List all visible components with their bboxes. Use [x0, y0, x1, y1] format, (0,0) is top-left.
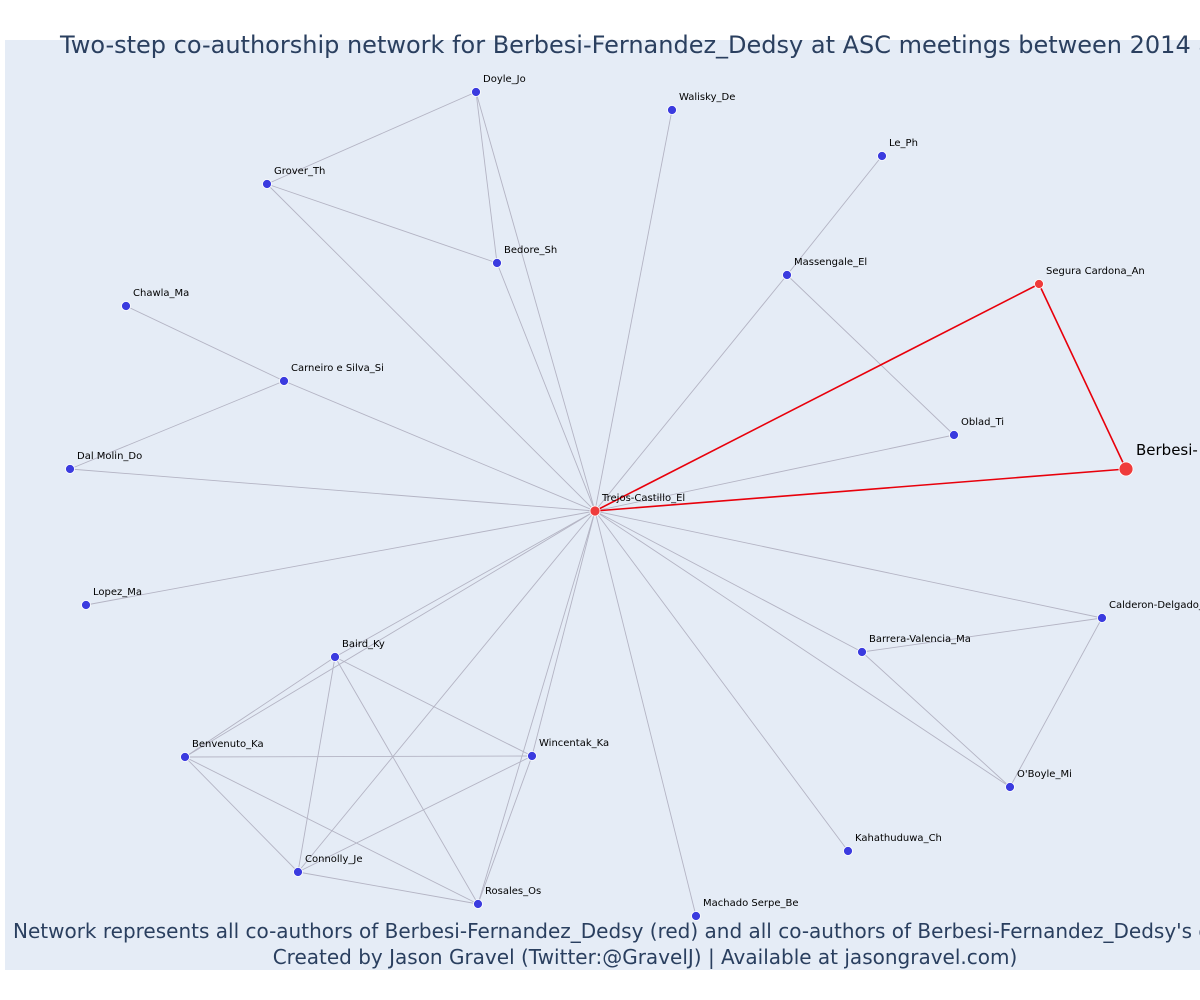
- node-label-walisky-de: Walisky_De: [679, 92, 735, 103]
- edge-massengale-el-to-oblad-ti: [786, 274, 955, 436]
- edge-grover-th-to-bedore-sh: [266, 183, 498, 264]
- node-lopez-ma[interactable]: [81, 600, 91, 610]
- node-label-connolly-je: Connolly_Je: [305, 854, 362, 865]
- edge-benvenuto-ka-to-wincentak-ka: [184, 755, 533, 758]
- edge-trejos-castillo-el-to-o-boyle-mi: [594, 510, 1011, 788]
- node-rosales-os[interactable]: [473, 899, 483, 909]
- edge-baird-ky-to-wincentak-ka: [334, 656, 533, 757]
- node-label-segura-cardona-an: Segura Cardona_An: [1046, 266, 1145, 277]
- nodes-layer: [65, 87, 1134, 921]
- edges-layer: [69, 91, 1127, 917]
- node-label-lopez-ma: Lopez_Ma: [93, 587, 142, 598]
- edge-trejos-castillo-el-to-rosales-os: [477, 510, 596, 905]
- edge-chawla-ma-to-carneiro-e-silva-si: [125, 305, 285, 382]
- edge-carneiro-e-silva-si-to-dal-molin-do: [69, 380, 285, 470]
- footer-line-2: Created by Jason Gravel (Twitter:@Gravel…: [273, 945, 1018, 969]
- node-label-wincentak-ka: Wincentak_Ka: [539, 738, 609, 749]
- edge-calderon-delgado-to-o-boyle-mi: [1009, 617, 1103, 788]
- edge-trejos-castillo-el-to-wincentak-ka: [531, 510, 596, 757]
- edge-massengale-el-to-le-ph: [786, 155, 883, 276]
- edge-trejos-castillo-el-to-walisky-de: [594, 109, 673, 512]
- edge-wincentak-ka-to-rosales-os: [477, 755, 533, 905]
- edge-trejos-castillo-el-to-machado-serpe-be: [594, 510, 697, 917]
- edge-trejos-castillo-el-to-calderon-delgado: [594, 510, 1103, 619]
- edge-trejos-castillo-el-to-connolly-je: [297, 510, 596, 873]
- node-label-dal-molin-do: Dal Molin_Do: [77, 451, 142, 462]
- edge-trejos-castillo-el-to-segura-cardona-an: [594, 283, 1040, 512]
- node-label-calderon-delgado: Calderon-Delgado_: [1109, 600, 1200, 611]
- node-barrera-valencia-ma[interactable]: [857, 647, 867, 657]
- node-calderon-delgado[interactable]: [1097, 613, 1107, 623]
- node-doyle-jo[interactable]: [471, 87, 481, 97]
- edge-trejos-castillo-el-to-massengale-el: [594, 274, 788, 512]
- node-label-le-ph: Le_Ph: [889, 138, 918, 149]
- node-dal-molin-do[interactable]: [65, 464, 75, 474]
- node-bedore-sh[interactable]: [492, 258, 502, 268]
- node-label-barrera-valencia-ma: Barrera-Valencia_Ma: [869, 634, 971, 645]
- node-grover-th[interactable]: [262, 179, 272, 189]
- edge-benvenuto-ka-to-rosales-os: [184, 756, 479, 905]
- edge-trejos-castillo-el-to-barrera-valencia-ma: [594, 510, 863, 653]
- edge-doyle-jo-to-grover-th: [266, 91, 477, 185]
- edge-trejos-castillo-el-to-doyle-jo: [475, 91, 596, 512]
- node-label-o-boyle-mi: O'Boyle_Mi: [1017, 769, 1072, 780]
- edge-trejos-castillo-el-to-dal-molin-do: [69, 468, 596, 512]
- edge-trejos-castillo-el-to-carneiro-e-silva-si: [283, 380, 596, 512]
- node-le-ph[interactable]: [877, 151, 887, 161]
- node-label-massengale-el: Massengale_El: [794, 257, 867, 268]
- node-chawla-ma[interactable]: [121, 301, 131, 311]
- edge-benvenuto-ka-to-connolly-je: [184, 756, 299, 873]
- node-connolly-je[interactable]: [293, 867, 303, 877]
- node-massengale-el[interactable]: [782, 270, 792, 280]
- node-label-berbesi-fernandez-dedsy: Berbesi-: [1136, 441, 1198, 459]
- node-walisky-de[interactable]: [667, 105, 677, 115]
- node-segura-cardona-an[interactable]: [1034, 279, 1044, 289]
- edge-barrera-valencia-ma-to-calderon-delgado: [861, 617, 1103, 653]
- footer-line-1: Network represents all co-authors of Ber…: [13, 919, 1200, 943]
- edge-berbesi-fernandez-dedsy-to-trejos-castillo-el: [594, 468, 1127, 512]
- node-label-grover-th: Grover_Th: [274, 166, 325, 177]
- node-label-kahathuduwa-ch: Kahathuduwa_Ch: [855, 833, 942, 844]
- node-oblad-ti[interactable]: [949, 430, 959, 440]
- edge-wincentak-ka-to-connolly-je: [297, 755, 533, 873]
- edge-connolly-je-to-rosales-os: [297, 871, 479, 905]
- edge-trejos-castillo-el-to-bedore-sh: [496, 262, 596, 512]
- node-baird-ky[interactable]: [330, 652, 340, 662]
- edge-doyle-jo-to-bedore-sh: [475, 91, 498, 264]
- node-label-carneiro-e-silva-si: Carneiro e Silva_Si: [291, 363, 384, 374]
- edge-trejos-castillo-el-to-kahathuduwa-ch: [594, 510, 849, 852]
- node-label-oblad-ti: Oblad_Ti: [961, 417, 1004, 428]
- labels-layer: Berbesi- Trejos-Castillo_El Segura Cardona…: [77, 74, 1200, 909]
- node-label-baird-ky: Baird_Ky: [342, 639, 385, 650]
- edge-trejos-castillo-el-to-benvenuto-ka: [184, 510, 596, 758]
- node-o-boyle-mi[interactable]: [1005, 782, 1015, 792]
- node-label-bedore-sh: Bedore_Sh: [504, 245, 557, 256]
- node-wincentak-ka[interactable]: [527, 751, 537, 761]
- node-label-trejos-castillo-el: Trejos-Castillo_El: [601, 493, 685, 504]
- node-label-rosales-os: Rosales_Os: [485, 886, 541, 897]
- edge-berbesi-fernandez-dedsy-to-segura-cardona-an: [1038, 283, 1127, 470]
- edge-trejos-castillo-el-to-lopez-ma: [85, 510, 596, 606]
- edge-trejos-castillo-el-to-grover-th: [266, 183, 596, 512]
- node-benvenuto-ka[interactable]: [180, 752, 190, 762]
- edge-trejos-castillo-el-to-oblad-ti: [594, 434, 955, 512]
- node-berbesi-fernandez-dedsy[interactable]: [1118, 461, 1134, 477]
- edge-baird-ky-to-connolly-je: [297, 656, 336, 873]
- edge-baird-ky-to-benvenuto-ka: [184, 656, 336, 758]
- edge-barrera-valencia-ma-to-o-boyle-mi: [861, 651, 1011, 788]
- node-carneiro-e-silva-si[interactable]: [279, 376, 289, 386]
- chart-title: Two-step co-authorship network for Berbe…: [59, 31, 1200, 59]
- node-label-benvenuto-ka: Benvenuto_Ka: [192, 739, 264, 750]
- edge-trejos-castillo-el-to-baird-ky: [334, 510, 596, 658]
- node-kahathuduwa-ch[interactable]: [843, 846, 853, 856]
- edge-baird-ky-to-rosales-os: [334, 656, 479, 905]
- node-machado-serpe-be[interactable]: [691, 911, 701, 921]
- node-label-doyle-jo: Doyle_Jo: [483, 74, 526, 85]
- node-label-machado-serpe-be: Machado Serpe_Be: [703, 898, 799, 909]
- plot-background: [5, 40, 1200, 970]
- node-label-chawla-ma: Chawla_Ma: [133, 288, 189, 299]
- node-trejos-castillo-el[interactable]: [589, 505, 601, 517]
